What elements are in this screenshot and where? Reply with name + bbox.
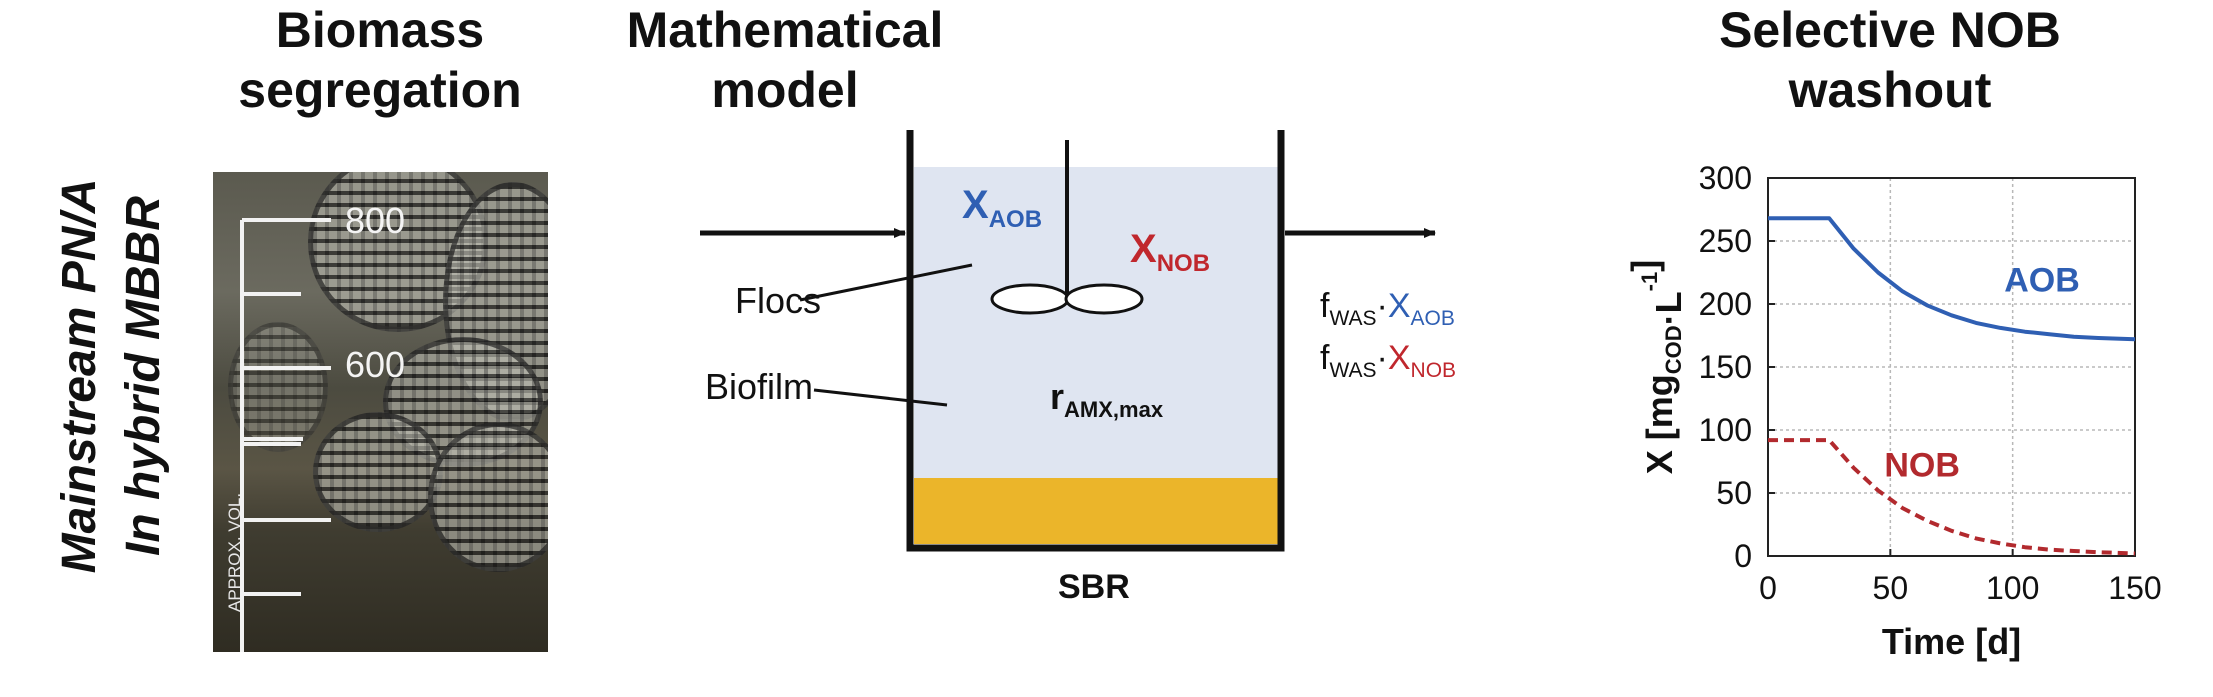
r-amx-max-label: rAMX,max — [1050, 376, 1163, 423]
x-nob-main: X — [1130, 227, 1157, 271]
waste-nob-main: X — [1387, 339, 1411, 377]
series-line-aob — [1768, 216, 2136, 342]
y-tick-label: 200 — [1699, 286, 1752, 322]
f-sub: WAS — [1329, 306, 1377, 330]
biofilm-label: Biofilm — [705, 366, 814, 407]
heading-mathematical-model: Mathematical model — [590, 0, 980, 120]
r-sub: AMX,max — [1064, 397, 1164, 423]
y-tick-label: 50 — [1716, 475, 1752, 511]
flocs-zone-area — [914, 167, 1278, 478]
x-axis-label: Time [d] — [1882, 621, 2021, 662]
mark-800: 800 — [345, 200, 406, 241]
dot: · — [1376, 287, 1388, 325]
heading-mid-line2: model — [711, 62, 859, 118]
biofilm-zone — [914, 478, 1278, 544]
waste-aob-main: X — [1387, 287, 1411, 325]
side-title-line2: In hybrid MBBR — [117, 196, 170, 556]
stirrer-blade-left — [990, 283, 1070, 315]
heading-right-line2: washout — [1788, 62, 1992, 118]
biofilm-leader-line — [813, 388, 948, 407]
carrier-image — [428, 422, 548, 572]
y-axis-label-part: ] — [1624, 260, 1665, 272]
y-axis-label-part: ·L — [1648, 291, 1689, 325]
f-main: f — [1320, 339, 1330, 377]
x-tick-label: 0 — [1759, 570, 1777, 606]
y-axis-label-part: COD — [1661, 325, 1686, 374]
carrier-image — [228, 322, 328, 452]
f-sub: WAS — [1329, 358, 1377, 382]
stirrer-blade-right — [1064, 283, 1144, 315]
x-tick-label: 150 — [2108, 570, 2161, 606]
waste-aob-sub: AOB — [1410, 306, 1455, 330]
x-tick-label: 100 — [1986, 570, 2039, 606]
waste-nob-sub: NOB — [1410, 358, 1457, 382]
side-title-line1: Mainstream PN/A — [53, 178, 106, 574]
series-line-nob — [1768, 438, 2136, 556]
sbr-label: SBR — [1058, 568, 1130, 606]
x-aob-label: XAOB — [962, 183, 1042, 234]
biomass-photo: APPROX. VOL. 800 600 — [213, 172, 548, 652]
x-aob-sub: AOB — [988, 206, 1043, 233]
series-label-nob: NOB — [1884, 447, 1960, 485]
reactor-tank — [906, 130, 1285, 552]
x-nob-label: XNOB — [1130, 227, 1210, 278]
heading-selective-nob-washout: Selective NOB washout — [1690, 0, 2090, 120]
heading-right-line1: Selective NOB — [1719, 2, 2061, 58]
r-main: r — [1050, 376, 1065, 417]
x-tick-label: 50 — [1873, 570, 1909, 606]
mark-600: 600 — [345, 344, 406, 385]
flocs-label: Flocs — [735, 280, 822, 321]
graduation-marks — [240, 218, 331, 652]
heading-left-line2: segregation — [238, 62, 522, 118]
carrier-image — [313, 412, 443, 532]
series-label-aob: AOB — [2004, 261, 2080, 299]
waste-nob-term: fWAS·XNOB — [1320, 339, 1456, 383]
y-tick-label: 150 — [1699, 349, 1752, 385]
dot: · — [1376, 339, 1388, 377]
x-nob-sub: NOB — [1156, 250, 1211, 277]
y-tick-label: 300 — [1699, 160, 1752, 196]
y-axis-label: X [mgCOD·L-1] — [1624, 260, 1689, 474]
side-title: Mainstream PN/A In hybrid MBBR — [48, 116, 176, 636]
y-tick-label: 250 — [1699, 223, 1752, 259]
heading-biomass-segregation: Biomass segregation — [200, 0, 560, 120]
x-aob-main: X — [962, 183, 989, 227]
flocs-leader-line — [799, 263, 973, 302]
heading-left-line1: Biomass — [275, 2, 485, 58]
y-axis-label-part: X [mg — [1639, 374, 1680, 474]
f-main: f — [1320, 287, 1330, 325]
y-tick-label: 100 — [1699, 412, 1752, 448]
approx-vol-label: APPROX. VOL. — [225, 492, 244, 612]
y-axis-label-part: -1 — [1637, 272, 1662, 292]
y-tick-label: 0 — [1734, 538, 1752, 574]
waste-aob-term: fWAS·XAOB — [1320, 287, 1455, 331]
heading-mid-line1: Mathematical — [626, 2, 944, 58]
sbr-diagram — [700, 130, 1436, 552]
